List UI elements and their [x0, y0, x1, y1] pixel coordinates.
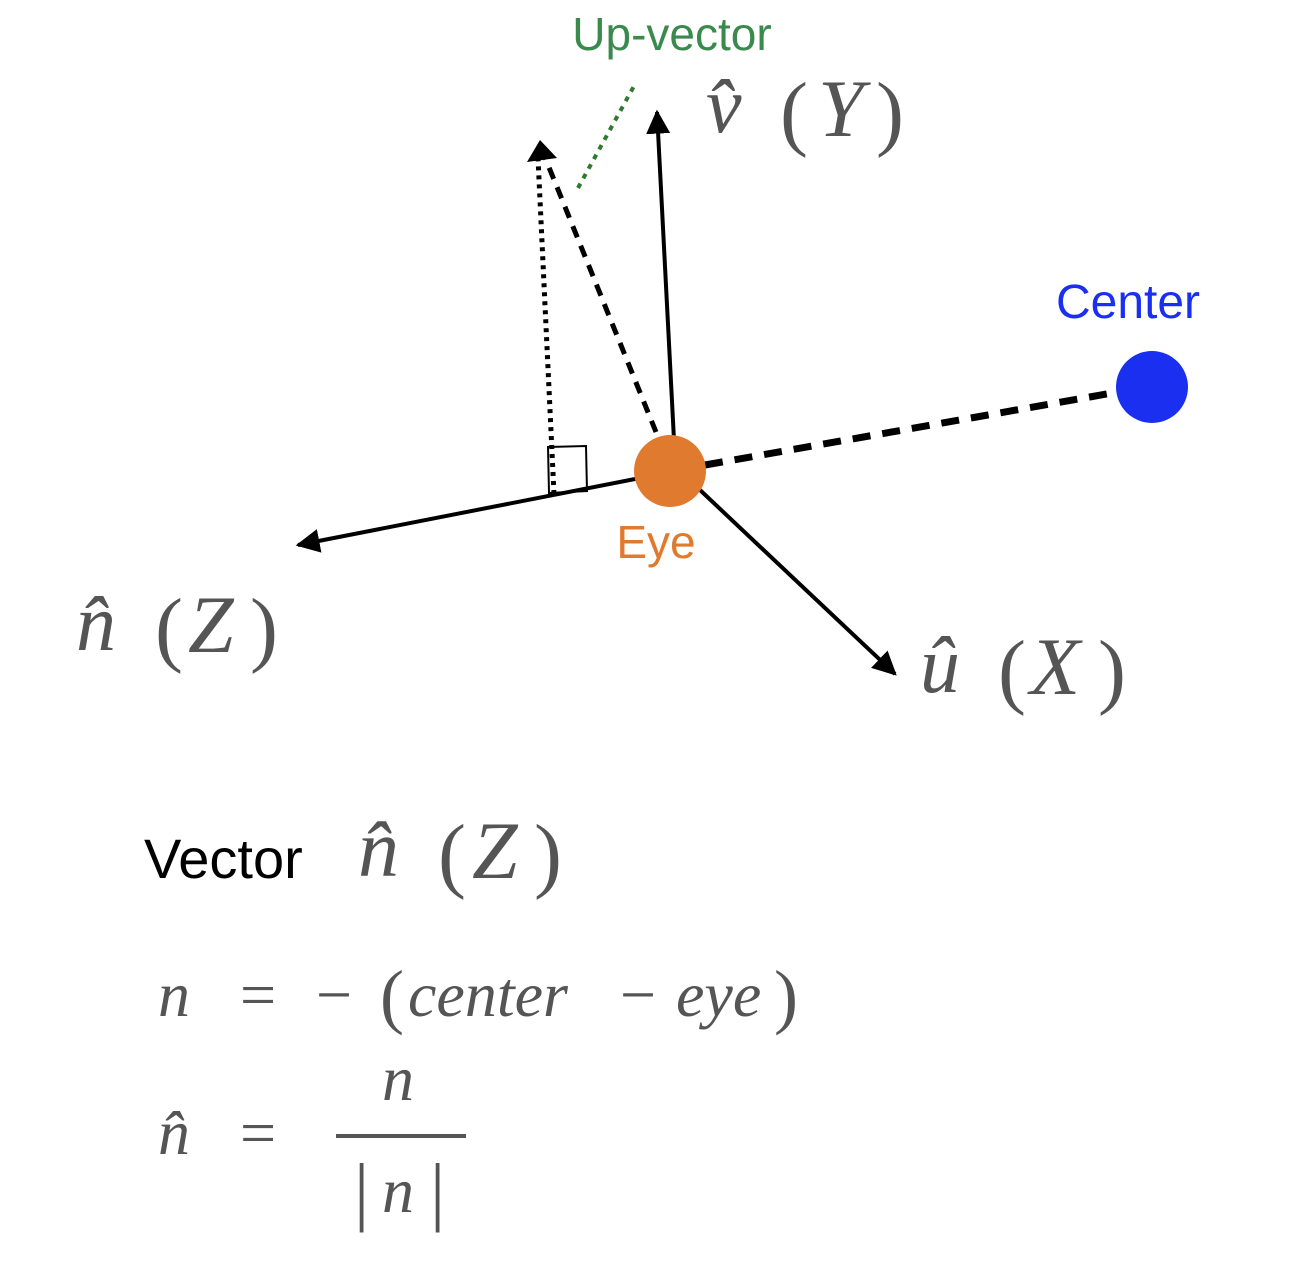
svg-text:−: − — [316, 959, 352, 1030]
up-vector-leader-line — [576, 85, 636, 189]
eye-to-center-dashed-line — [704, 388, 1119, 469]
formula-line-1: n = − ( center − eye ) — [158, 956, 798, 1036]
svg-text:n̂: n̂ — [158, 1097, 190, 1168]
svg-text:(: ( — [380, 956, 404, 1036]
up-vector-arrowhead — [527, 140, 557, 162]
up-vector-label: Up-vector — [572, 8, 771, 60]
svg-text:n̂: n̂ — [358, 803, 399, 894]
svg-text:n: n — [158, 959, 190, 1030]
formula-heading: Vector n̂ ( Z ) — [144, 803, 562, 901]
svg-text:Z: Z — [472, 805, 519, 896]
svg-text:X: X — [1027, 621, 1083, 712]
svg-text:(: ( — [438, 808, 466, 901]
svg-text:): ) — [250, 582, 278, 675]
svg-text:Vector: Vector — [144, 827, 303, 890]
svg-text:): ) — [774, 956, 798, 1036]
svg-text:Y: Y — [818, 63, 871, 154]
svg-text:): ) — [1098, 624, 1126, 717]
svg-text:v̂: v̂ — [706, 62, 742, 150]
center-point — [1116, 351, 1188, 423]
eye-point — [634, 435, 706, 507]
svg-text:û: û — [920, 622, 960, 710]
u-axis-label: û ( X ) — [920, 621, 1126, 717]
up-vector-dashed-arrow — [539, 149, 659, 433]
v-axis-arrow — [646, 109, 676, 441]
svg-text:(: ( — [780, 66, 808, 159]
svg-text:): ) — [534, 808, 562, 901]
svg-text:n: n — [382, 1155, 414, 1226]
center-label: Center — [1056, 276, 1200, 329]
svg-text:(: ( — [155, 582, 183, 675]
eye-label: Eye — [616, 516, 695, 568]
right-angle-marker — [546, 444, 589, 495]
svg-text:Z: Z — [188, 579, 235, 670]
svg-text:center: center — [408, 959, 569, 1030]
n-axis-label: n̂ ( Z ) — [76, 579, 278, 675]
svg-text:=: = — [240, 959, 276, 1030]
svg-text:eye: eye — [676, 959, 761, 1030]
u-axis-arrow — [698, 488, 897, 676]
svg-text:|: | — [430, 1149, 445, 1233]
svg-text:−: − — [620, 959, 656, 1030]
svg-text:n: n — [382, 1043, 414, 1114]
projection-dotted-line — [535, 157, 557, 495]
svg-text:=: = — [240, 1097, 276, 1168]
svg-text:): ) — [876, 66, 904, 159]
svg-text:|: | — [354, 1149, 369, 1233]
v-axis-label: v̂ ( Y ) — [706, 62, 904, 159]
formula-line-2: n̂ = n | n | — [158, 1043, 466, 1233]
n-axis-arrow — [295, 476, 641, 553]
svg-text:(: ( — [998, 624, 1026, 717]
svg-text:n̂: n̂ — [76, 580, 116, 668]
